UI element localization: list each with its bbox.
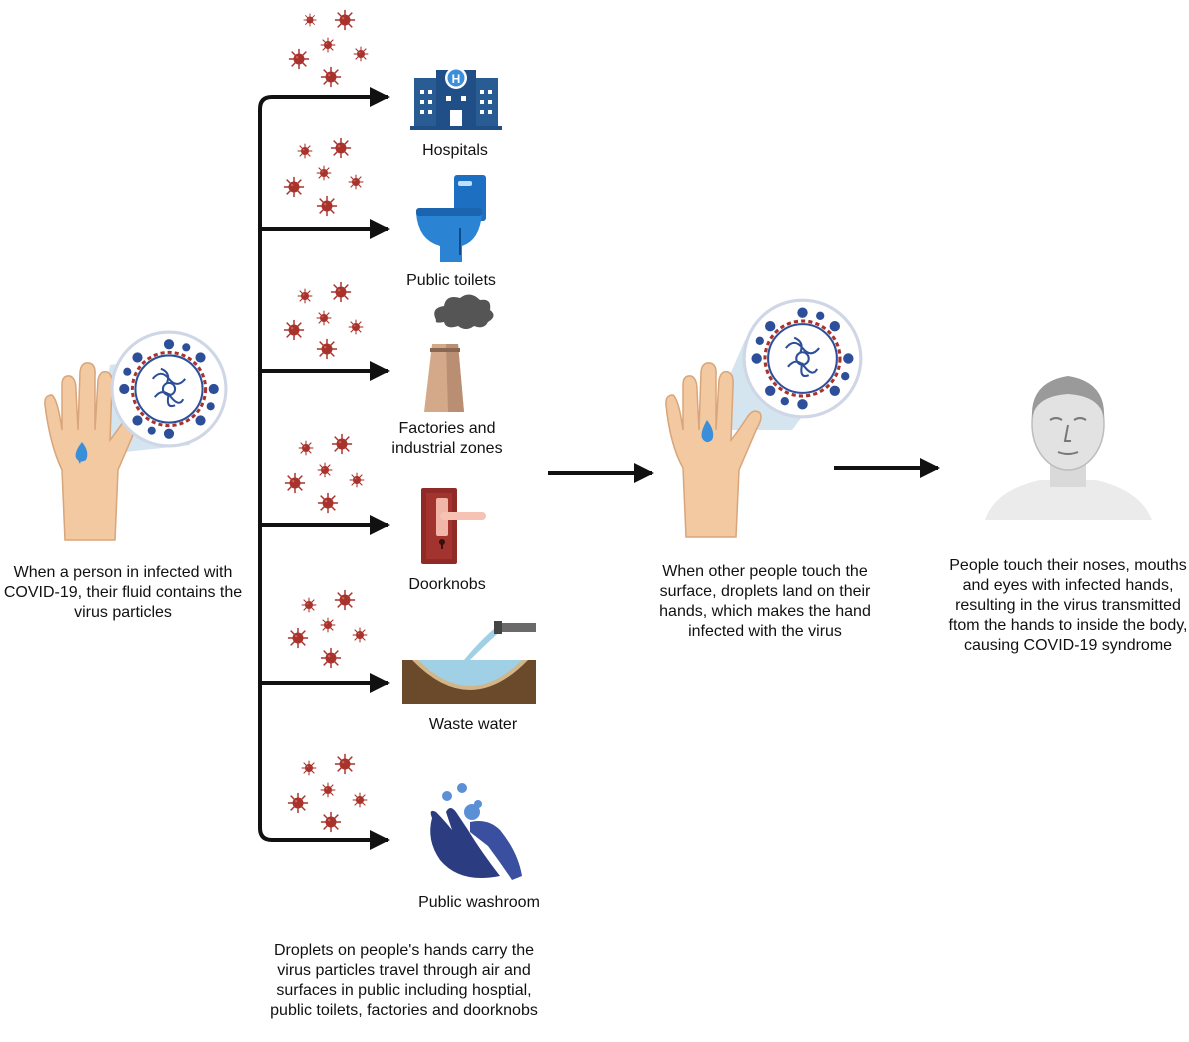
- bottom-caption: Droplets on people's hands carry the vir…: [270, 942, 538, 1019]
- destination-label-public-washroom: Public washroom: [418, 894, 540, 911]
- destination-label-hospitals: Hospitals: [422, 142, 488, 159]
- waste-water-icon: [402, 621, 536, 704]
- destination-label-waste-water: Waste water: [428, 716, 518, 733]
- destination-label-public-toilets: Public toilets: [406, 272, 496, 289]
- infected-hand-middle-icon: [665, 298, 863, 538]
- virus-clusters: [283, 9, 369, 833]
- destination-label-factories: Factories and industrial zones: [391, 420, 503, 457]
- left-caption: When a person in infected with COVID-19,…: [3, 564, 243, 621]
- destination-label-doorknobs: Doorknobs: [408, 576, 486, 593]
- toilet-icon: [416, 175, 486, 262]
- svg-text:H: H: [452, 72, 461, 86]
- hospital-icon: H: [410, 67, 502, 130]
- doorknob-icon: [421, 488, 486, 564]
- factory-icon: [424, 294, 494, 412]
- washing-hands-icon: [430, 783, 522, 880]
- right-caption: People touch their noses, mouths and eye…: [948, 557, 1188, 654]
- infected-hand-left-icon: [44, 330, 228, 541]
- middle-caption: When other people touch the surface, dro…: [659, 563, 871, 640]
- person-head-icon: [985, 376, 1152, 520]
